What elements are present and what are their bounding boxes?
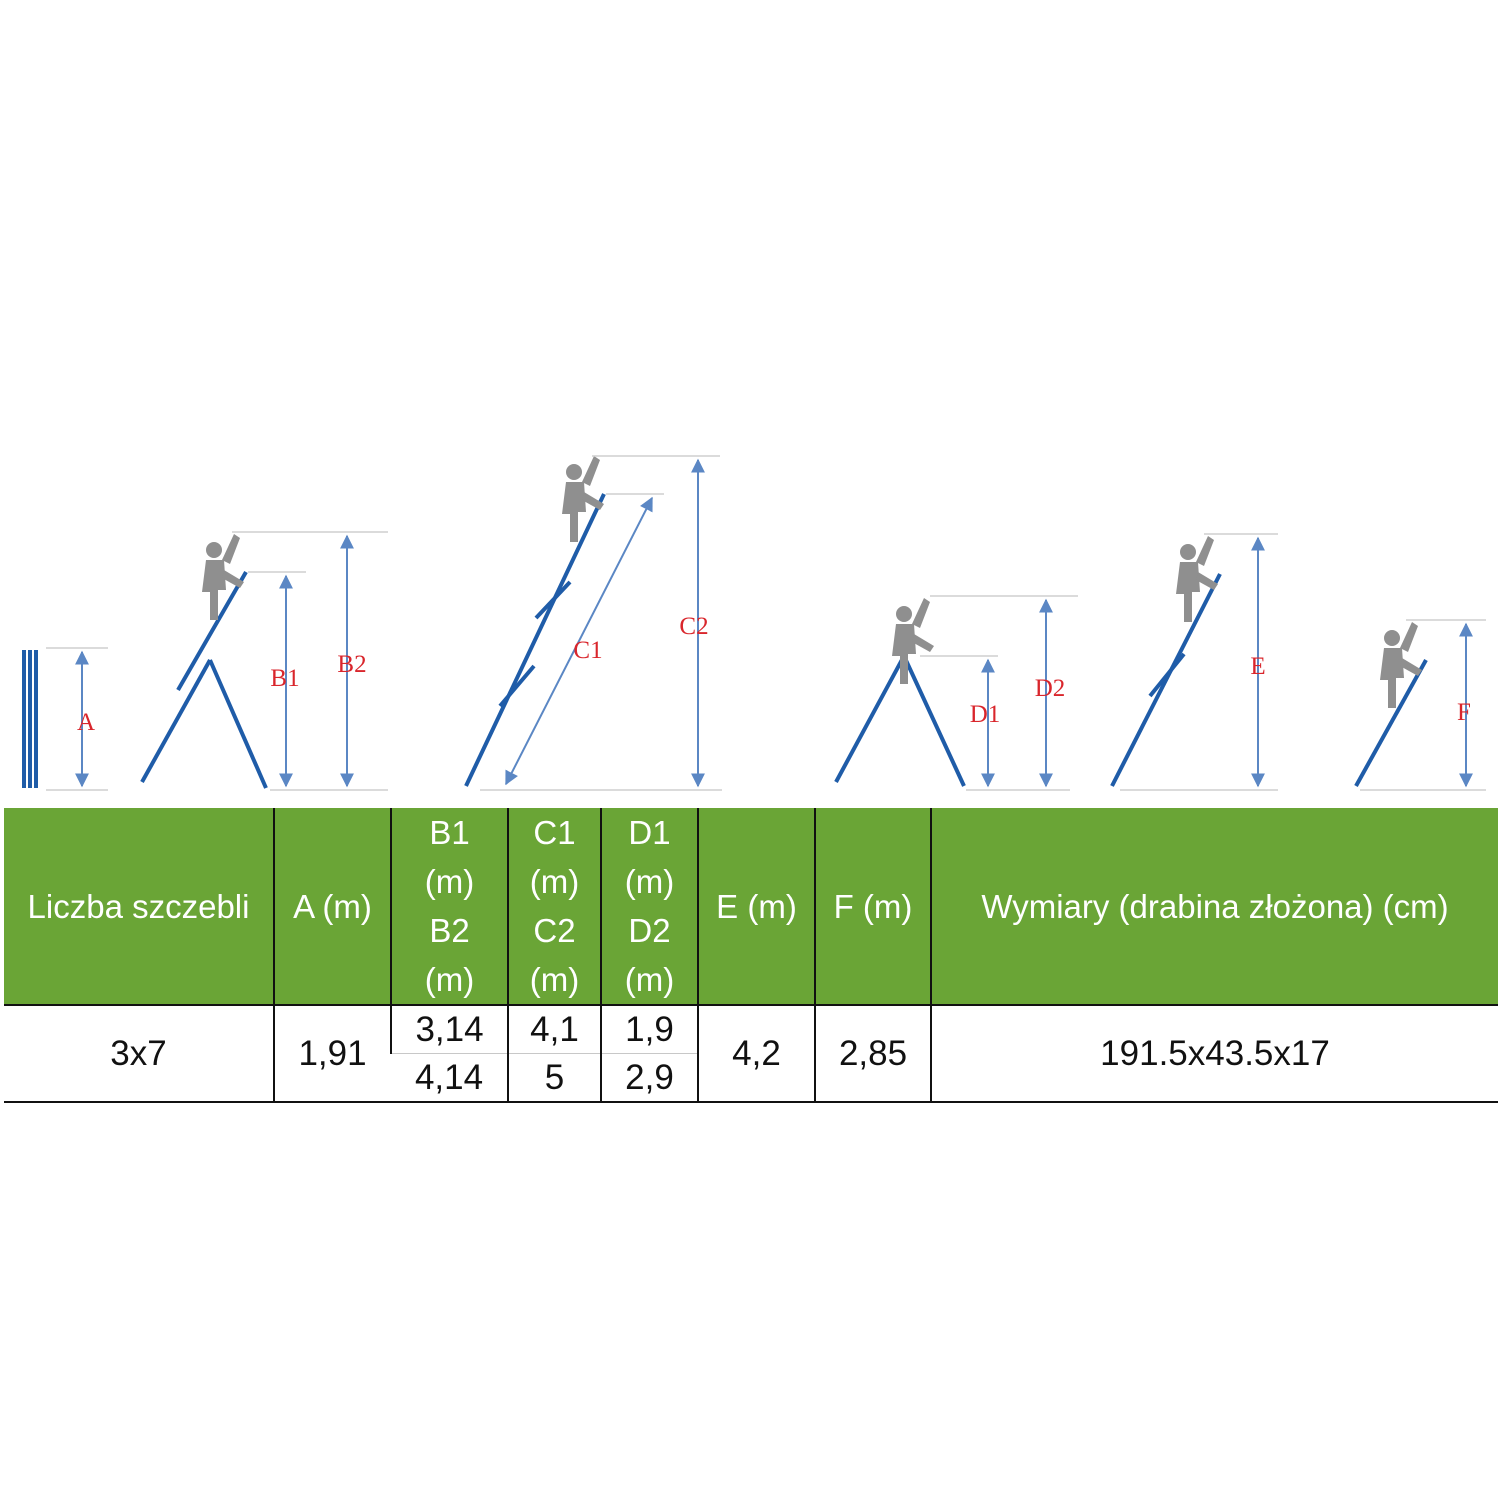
cell-d2: 2,9 <box>600 1053 698 1103</box>
config-b-stepladder: B1 B2 <box>140 531 388 791</box>
person-icon <box>1176 536 1218 622</box>
config-f-single-section: F <box>1354 619 1486 791</box>
cell-a: 1,91 <box>273 1004 391 1103</box>
label-d1: D1 <box>970 701 1001 728</box>
header-c1-unit: (m) <box>529 863 580 900</box>
config-a-folded: A <box>22 647 108 791</box>
cell-d1: 1,9 <box>600 1004 698 1054</box>
header-c1: C1 <box>533 814 576 851</box>
cell-b2: 4,14 <box>391 1053 508 1103</box>
label-c2: C2 <box>679 613 708 640</box>
header-rungs: Liczba szczebli <box>4 808 274 1005</box>
label-c1: C1 <box>573 637 602 664</box>
header-b2: B2 <box>429 912 470 949</box>
person-icon <box>202 534 244 620</box>
header-c: C1 (m) C2 (m) <box>507 808 601 1005</box>
header-a: A (m) <box>273 808 391 1005</box>
header-c2-unit: (m) <box>529 961 580 998</box>
table-row: 3x7 1,91 3,14 4,1 1,9 4,2 2,85 191.5x43.… <box>4 1004 1498 1103</box>
header-e: E (m) <box>697 808 815 1005</box>
cell-dimensions: 191.5x43.5x17 <box>930 1004 1498 1103</box>
header-d: D1 (m) D2 (m) <box>600 808 698 1005</box>
header-d1-unit: (m) <box>624 863 675 900</box>
header-b: B1 (m) B2 (m) <box>390 808 508 1005</box>
header-d2: D2 <box>628 912 671 949</box>
header-b1: B1 <box>429 814 470 851</box>
header-b2-unit: (m) <box>424 961 475 998</box>
config-e-leaning-ladder: E <box>1110 533 1278 791</box>
config-d-stepladder: D1 D2 <box>834 595 1078 791</box>
label-a: A <box>77 709 95 736</box>
cell-e: 4,2 <box>697 1004 815 1103</box>
cell-c2: 5 <box>507 1053 601 1103</box>
header-b1-unit: (m) <box>424 863 475 900</box>
label-f: F <box>1457 699 1471 726</box>
label-b2: B2 <box>337 651 366 678</box>
label-d2: D2 <box>1035 675 1066 702</box>
label-e: E <box>1250 653 1265 680</box>
cell-c1: 4,1 <box>507 1004 601 1054</box>
cell-b1: 3,14 <box>390 1004 508 1054</box>
header-c2: C2 <box>533 912 576 949</box>
person-icon <box>1380 622 1422 708</box>
table-row: 4,14 5 2,9 <box>4 1053 1498 1103</box>
cell-rungs: 3x7 <box>4 1004 274 1103</box>
table-header-row: Liczba szczebli A (m) B1 (m) B2 (m) C1 (… <box>4 808 1498 1005</box>
label-b1: B1 <box>270 665 299 692</box>
header-d1: D1 <box>628 814 671 851</box>
specification-table: Liczba szczebli A (m) B1 (m) B2 (m) C1 (… <box>4 808 1498 1103</box>
cell-f: 2,85 <box>814 1004 931 1103</box>
config-c-extension-ladder: C1 C2 <box>464 455 722 791</box>
person-icon <box>562 456 604 542</box>
header-dimensions: Wymiary (drabina złożona) (cm) <box>930 808 1498 1005</box>
header-f: F (m) <box>814 808 931 1005</box>
header-d2-unit: (m) <box>624 961 675 998</box>
